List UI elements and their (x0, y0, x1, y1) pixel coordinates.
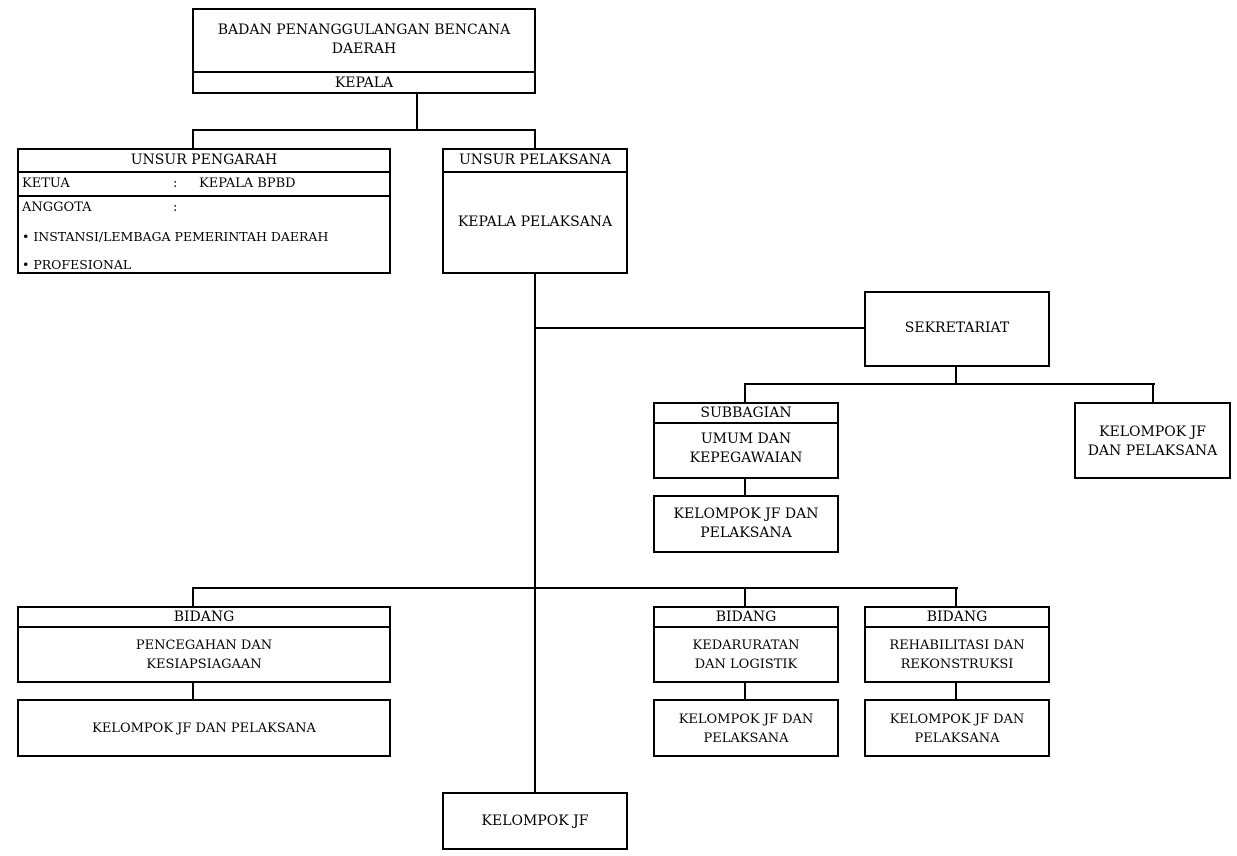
connector (955, 681, 957, 700)
connector (534, 272, 536, 794)
sekretariat-group-label: KELOMPOK JF DAN PELAKSANA (1087, 424, 1218, 459)
connector (744, 383, 1155, 385)
ketua-value: KEPALA BPBD (199, 176, 296, 191)
bidang-kedaruratan-group-box: KELOMPOK JF DAN PELAKSANA (653, 699, 839, 757)
subbagian-group-label: KELOMPOK JF DAN PELAKSANA (673, 506, 819, 541)
kepala-pelaksana: KEPALA PELAKSANA (457, 214, 613, 230)
divider (655, 422, 837, 424)
head-title: KEPALA (334, 75, 394, 91)
connector (534, 129, 536, 149)
bidang-rehabilitasi-group-box: KELOMPOK JF DAN PELAKSANA (864, 699, 1050, 757)
member-item: • PROFESIONAL (22, 257, 132, 272)
divider (444, 171, 626, 173)
connector (416, 92, 418, 130)
divider (19, 195, 389, 197)
bidang-title: KEDARURATAN DAN LOGISTIK (692, 638, 800, 672)
divider (655, 626, 837, 628)
sekretariat-title: SEKRETARIAT (904, 320, 1010, 336)
connector (192, 587, 194, 607)
connector (1152, 383, 1154, 403)
subbagian-header: SUBBAGIAN (700, 405, 792, 421)
subbagian-group-box: KELOMPOK JF DAN PELAKSANA (653, 495, 839, 553)
connector (744, 477, 746, 496)
bidang-title: REHABILITASI DAN REKONSTRUKSI (889, 638, 1025, 672)
bidang-pencegahan-box: BIDANG PENCEGAHAN DAN KESIAPSIAGAAN (17, 606, 391, 683)
bidang-rehabilitasi-box: BIDANG REHABILITASI DAN REKONSTRUKSI (864, 606, 1050, 683)
connector (744, 383, 746, 403)
connector (955, 365, 957, 385)
anggota-label: ANGGOTA (22, 200, 92, 215)
bidang-group-label: KELOMPOK JF DAN PELAKSANA (92, 721, 316, 736)
ketua-label: KETUA (22, 176, 70, 191)
bidang-group-label: KELOMPOK JF DAN PELAKSANA (889, 712, 1025, 746)
divider (19, 626, 389, 628)
kelompok-jf-box: KELOMPOK JF (442, 792, 628, 850)
member-item: • INSTANSI/LEMBAGA PEMERINTAH DAERAH (22, 229, 329, 244)
bidang-header: BIDANG (715, 609, 777, 625)
connector (534, 327, 866, 329)
connector (192, 129, 536, 131)
unsur-pengarah-box: UNSUR PENGARAH KETUA : KEPALA BPBD ANGGO… (17, 148, 391, 274)
unsur-pengarah-title: UNSUR PENGARAH (130, 152, 278, 168)
connector (955, 587, 957, 607)
ketua-separator: : (173, 176, 178, 191)
connector (744, 681, 746, 700)
bidang-header: BIDANG (173, 609, 235, 625)
subbagian-box: SUBBAGIAN UMUM DAN KEPEGAWAIAN (653, 402, 839, 479)
sekretariat-box: SEKRETARIAT (864, 291, 1050, 367)
connector (192, 587, 958, 589)
anggota-separator: : (173, 200, 178, 215)
kelompok-jf-label: KELOMPOK JF (481, 813, 589, 829)
bidang-pencegahan-group-box: KELOMPOK JF DAN PELAKSANA (17, 699, 391, 757)
bidang-header: BIDANG (926, 609, 988, 625)
connector (192, 129, 194, 149)
bidang-kedaruratan-box: BIDANG KEDARURATAN DAN LOGISTIK (653, 606, 839, 683)
divider (866, 626, 1048, 628)
bidang-title: PENCEGAHAN DAN KESIAPSIAGAAN (135, 638, 273, 672)
divider (194, 71, 534, 73)
unsur-pelaksana-title: UNSUR PELAKSANA (459, 152, 611, 168)
sekretariat-group-box: KELOMPOK JF DAN PELAKSANA (1074, 402, 1231, 479)
divider (19, 171, 389, 173)
bidang-group-label: KELOMPOK JF DAN PELAKSANA (678, 712, 814, 746)
head-box: BADAN PENANGGULANGAN BENCANA DAERAH KEPA… (192, 8, 536, 94)
connector (192, 681, 194, 700)
org-name: BADAN PENANGGULANGAN BENCANA DAERAH (217, 22, 511, 57)
subbagian-title: UMUM DAN KEPEGAWAIAN (689, 431, 803, 466)
unsur-pelaksana-box: UNSUR PELAKSANA KEPALA PELAKSANA (442, 148, 628, 274)
connector (744, 587, 746, 607)
